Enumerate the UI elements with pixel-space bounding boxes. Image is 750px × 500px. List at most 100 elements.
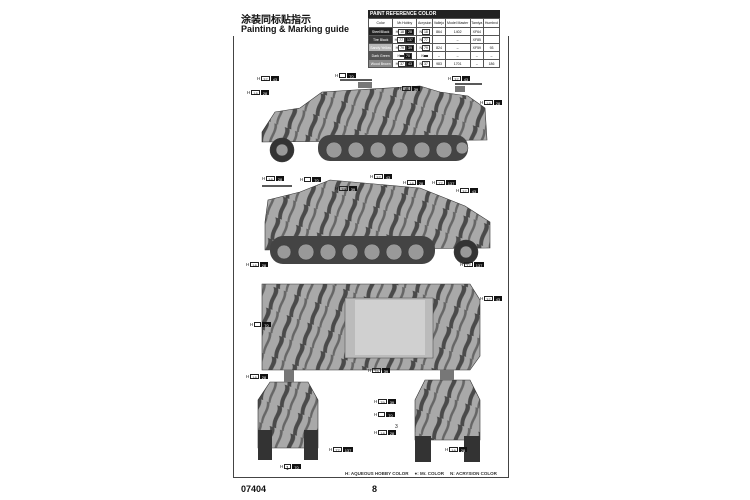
callout-code-b: 137 [342,447,354,453]
callout-code-a [378,412,386,417]
hobby-b: 39 [406,44,414,51]
paint-callout: H 70 [300,177,321,183]
hobby-prefix: H [480,100,484,105]
model-master-code: 1701 [444,59,471,68]
acrysion: 37 [421,60,430,67]
callout-code-a: 77 [333,447,342,453]
acrysion: 18 [421,28,430,35]
callout-code-a: 79 [402,86,411,92]
hobby-b: 28 [406,28,414,35]
callout-code-a: 18 [484,100,493,106]
callout-code-b: 43 [270,76,280,82]
callout-code-b: 39 [381,368,391,374]
hobby-prefix: H [368,368,372,373]
legend-mr-color: ●: Mr. COLOR [414,471,444,476]
page-frame [233,36,509,478]
callout-code-a [254,322,262,327]
hobby-a: 37 [398,60,406,67]
callout-code-a: 18 [266,176,275,182]
acrysion [423,54,428,57]
callout-code-a: 18 [250,374,259,380]
callout-code-b: 39 [387,399,397,405]
title-english: Painting & Marking guide [241,24,350,34]
callout-code-b: 70 [386,412,395,418]
callout-code-a: 79 [339,186,348,192]
hobby-prefix: H [247,90,251,95]
paint-table-title: PAINT REFERENCE COLOR [368,10,500,18]
hobby-prefix: H [246,374,250,379]
hobby-prefix: H [460,262,464,267]
hobby-prefix: H [246,262,250,267]
callout-code-b: 70 [312,177,321,183]
hobby-prefix: H [480,296,484,301]
callout-code-b: 28 [387,430,397,436]
callout-code-a: 77 [436,180,445,186]
callout-code-b: 28 [458,447,468,453]
callout-code-a: 37 [374,174,383,180]
callout-code-a [284,464,292,469]
legend-acrysion: N: ACRYSION COLOR [449,471,497,476]
callout-code-a: 37 [460,188,469,194]
callout-code-b: 43 [461,76,471,82]
callout-code-a: 18 [407,180,416,186]
callout-code-a: 37 [452,76,461,82]
callout-code-b: 39 [348,186,358,192]
callout-code-b: 70 [292,464,301,470]
acrysion: 77 [421,36,430,43]
callout-code-b: 28 [259,374,269,380]
callout-code-b: 28 [493,100,503,106]
legend-hobby: H: AQUEOUS HOBBY COLOR [345,471,409,476]
callout-code-b: 43 [493,296,503,302]
callout-code-b: 43 [469,188,479,194]
hobby-prefix: H [300,177,304,182]
callout-code-b: 28 [259,262,269,268]
part-number-1: 1 [286,466,289,472]
callout-code-a [304,177,312,182]
hobby-prefix: H [262,176,266,181]
title-chinese: 涂装同标贴指示 [241,15,311,26]
hobby-prefix: H [280,464,284,469]
callout-code-a: 77 [464,262,473,268]
callout-code-a [339,73,347,78]
hobby-prefix: H [370,174,374,179]
hobby-a: 18 [398,28,406,35]
callout-code-a: 79 [372,368,381,374]
callout-code-b: 28 [275,176,285,182]
callout-code-b: 28 [416,180,426,186]
callout-code-b: 70 [262,322,271,328]
callout-code-b: 39 [411,86,421,92]
callout-code-a: 18 [251,90,260,96]
hobby-a: 79 [398,44,406,51]
color-legend: H: AQUEOUS HOBBY COLOR ●: Mr. COLOR N: A… [345,471,497,476]
hobby-prefix: H [335,186,339,191]
hobby-prefix: H [403,180,407,185]
part-number-3: 3 [395,424,398,430]
hobby-b: 137 [405,36,415,43]
hobby-prefix: H [250,322,254,327]
hobby-prefix: H [456,188,460,193]
hobby-b: 70 [404,52,412,59]
callout-code-a: 18 [449,447,458,453]
hobby-prefix: H [374,399,378,404]
hobby-prefix: H [445,447,449,452]
